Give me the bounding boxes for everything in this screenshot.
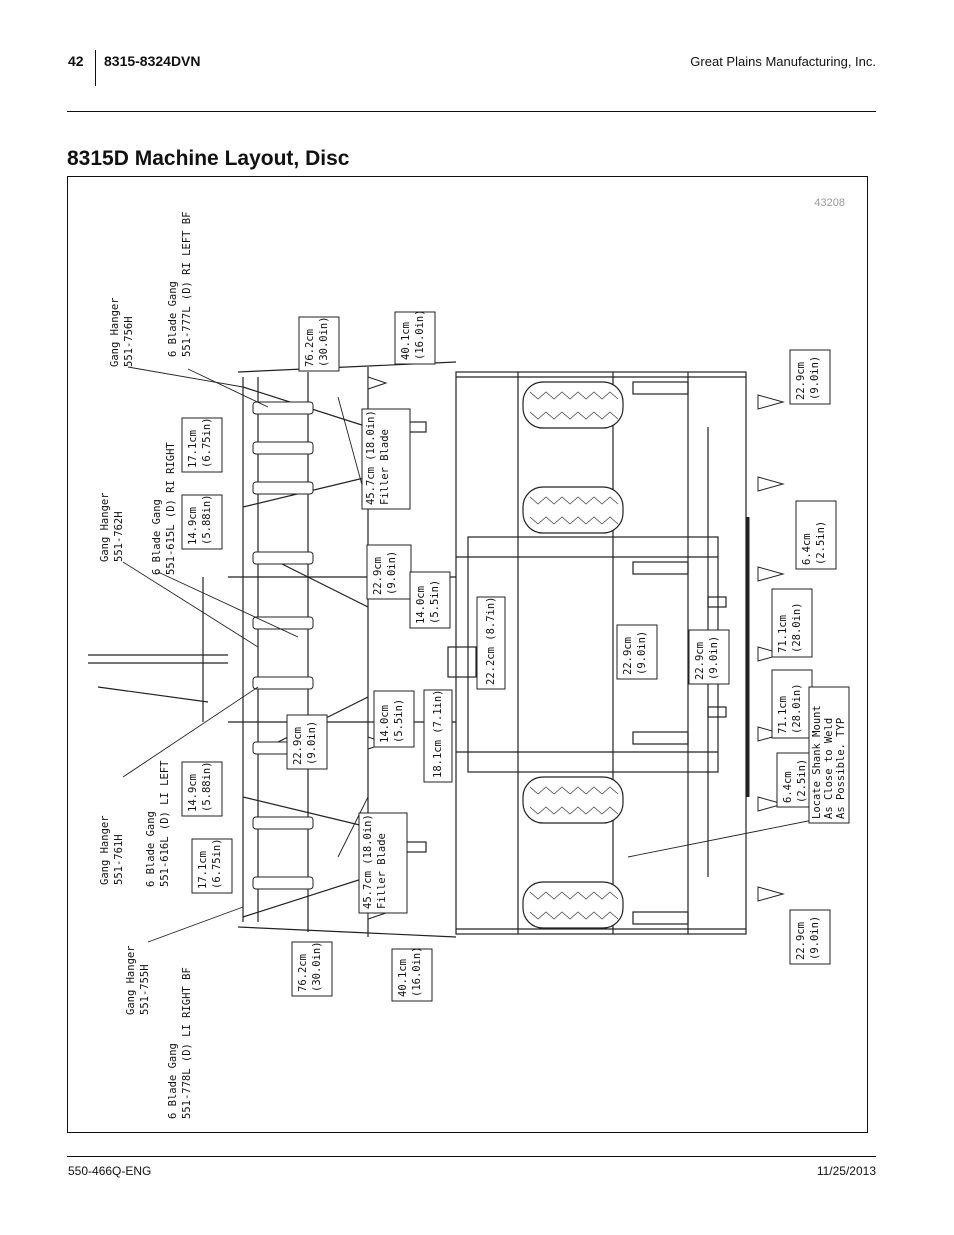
page-title: 8315D Machine Layout, Disc — [67, 147, 350, 170]
dim-171-bot-cm: 17.1cm — [197, 851, 209, 889]
callout-hanger-755-l2: 551-755H — [139, 964, 151, 1015]
dim-229-r-top-in: (9.0in) — [809, 356, 821, 400]
dim-762-top-in: (30.0in) — [318, 316, 330, 367]
header-rule — [67, 111, 876, 112]
dim-149-top-in: (5.88in) — [201, 494, 213, 545]
dim-457-bot-label: Filler Blade — [376, 833, 388, 909]
dim-762-bot-in: (30.0in) — [311, 941, 323, 992]
dim-229-d-cm: 22.9cm — [694, 642, 706, 680]
shank-note-l2: As Close to Weld — [823, 718, 835, 819]
callout-gang-777-l1: 6 Blade Gang — [167, 281, 179, 357]
company-name: Great Plains Manufacturing, Inc. — [690, 54, 876, 69]
callout-gang-778-l2: 551-778L (D) LI RIGHT BF — [181, 967, 193, 1119]
dim-140-a-cm: 14.0cm — [415, 586, 427, 624]
dim-457-top-cm: 45.7cm (18.0in) — [365, 410, 377, 505]
dim-222: 22.2cm (8.7in) — [485, 596, 497, 685]
dim-171-bot-in: (6.75in) — [211, 838, 223, 889]
callout-gang-778-l1: 6 Blade Gang — [167, 1043, 179, 1119]
doc-date: 11/25/2013 — [816, 1164, 876, 1178]
dim-711-top-cm: 71.1cm — [777, 615, 789, 653]
dim-762-top-cm: 76.2cm — [304, 329, 316, 367]
dim-229-b-cm: 22.9cm — [292, 727, 304, 765]
dim-401-bot-cm: 40.1cm — [397, 959, 409, 997]
dim-401-top-cm: 40.1cm — [400, 322, 412, 360]
dim-229-a-cm: 22.9cm — [372, 557, 384, 595]
dim-229-b-in: (9.0in) — [306, 721, 318, 765]
dim-149-top-cm: 14.9cm — [187, 507, 199, 545]
dim-711-bot-cm: 71.1cm — [777, 696, 789, 734]
callout-hanger-756-l2: 551-756H — [123, 316, 135, 367]
dim-229-c-cm: 22.9cm — [622, 637, 634, 675]
callout-hanger-762-l2: 551-762H — [113, 511, 125, 562]
callout-hanger-756-l1: Gang Hanger — [109, 297, 121, 367]
footer-rule — [67, 1156, 876, 1157]
dim-711-bot-in: (28.0in) — [791, 683, 803, 734]
shank-note-l1: Locate Shank Mount — [811, 705, 823, 819]
dim-457-top-label: Filler Blade — [379, 429, 391, 505]
dim-229-r-top-cm: 22.9cm — [795, 362, 807, 400]
callout-hanger-761-l2: 551-761H — [113, 834, 125, 885]
dim-711-top-in: (28.0in) — [791, 602, 803, 653]
dim-457-bot-cm: 45.7cm (18.0in) — [362, 814, 374, 909]
dim-140-a-in: (5.5in) — [429, 580, 441, 624]
dim-64-bot-in: (2.5in) — [796, 759, 808, 803]
callout-hanger-761-l1: Gang Hanger — [99, 815, 111, 885]
dim-171-top-in: (6.75in) — [201, 417, 213, 468]
callout-gang-616-l1: 6 Blade Gang — [145, 811, 157, 887]
dim-762-bot-cm: 76.2cm — [297, 954, 309, 992]
dim-401-top-in: (16.0in) — [414, 309, 426, 360]
dim-229-c-in: (9.0in) — [636, 631, 648, 675]
callout-hanger-762-l1: Gang Hanger — [99, 492, 111, 562]
page-number: 42 — [68, 53, 84, 69]
shank-note-l3: As Possible. TYP — [835, 718, 847, 819]
dim-229-d-in: (9.0in) — [708, 636, 720, 680]
doc-number: 550-466Q-ENG — [68, 1164, 152, 1178]
dim-171-top-cm: 17.1cm — [187, 430, 199, 468]
model-name: 8315-8324DVN — [104, 53, 201, 69]
dim-229-a-in: (9.0in) — [386, 551, 398, 595]
dim-181: 18.1cm (7.1in) — [432, 689, 444, 778]
dim-140-b-in: (5.5in) — [393, 699, 405, 743]
dim-64-bot-cm: 6.4cm — [782, 771, 794, 803]
layout-drawing: Gang Hanger 551-756H 6 Blade Gang 551-77… — [88, 212, 850, 1119]
dim-229-r-bot-cm: 22.9cm — [795, 922, 807, 960]
dim-149-bot-cm: 14.9cm — [187, 774, 199, 812]
dim-401-bot-in: (16.0in) — [411, 946, 423, 997]
header-divider — [95, 50, 96, 86]
callout-gang-615-l2: 551-615L (D) RI RIGHT — [165, 442, 177, 575]
machine-layout-figure: 43208 — [67, 176, 868, 1133]
dim-149-bot-in: (5.88in) — [201, 761, 213, 812]
dim-64-top-cm: 6.4cm — [801, 533, 813, 565]
figure-number: 43208 — [814, 197, 845, 209]
callout-gang-615-l1: 6 Blade Gang — [151, 499, 163, 575]
dim-64-top-in: (2.5in) — [815, 521, 827, 565]
dim-140-b-cm: 14.0cm — [379, 705, 391, 743]
callout-hanger-755-l1: Gang Hanger — [125, 945, 137, 1015]
dim-229-r-bot-in: (9.0in) — [809, 916, 821, 960]
callout-gang-616-l2: 551-616L (D) LI LEFT — [159, 760, 171, 887]
callout-gang-777-l2: 551-777L (D) RI LEFT BF — [181, 212, 193, 357]
